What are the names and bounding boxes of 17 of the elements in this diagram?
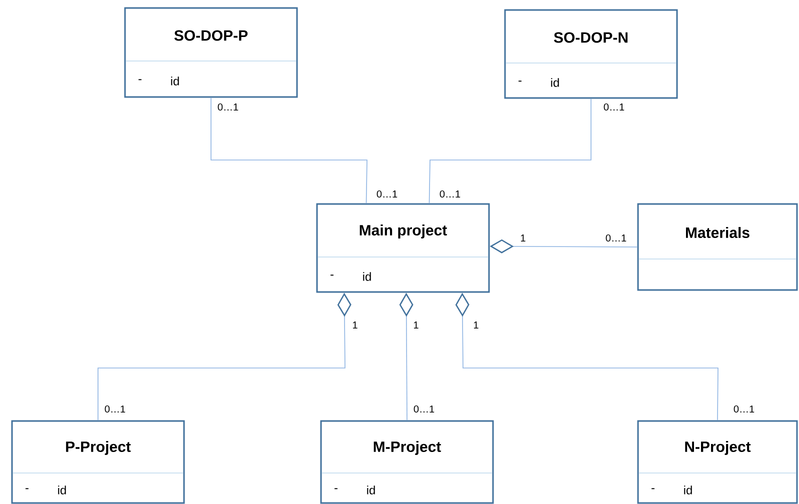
class-box: N-Project - id (637, 420, 798, 504)
multiplicity-label: 0…1 (104, 405, 126, 413)
multiplicity-label: 1 (521, 234, 526, 242)
multiplicity-label: 0…1 (606, 234, 626, 242)
multiplicity-label: 1 (474, 322, 478, 328)
connector (210, 97, 368, 204)
class-box: SO-DOP-P - id (124, 7, 298, 98)
multiplicity-label: 0…1 (414, 405, 434, 413)
multiplicity-label: 1 (414, 322, 418, 328)
connector (428, 98, 592, 204)
class-box: Materials (637, 203, 798, 291)
multiplicity-label: 1 (353, 322, 358, 328)
class-box: M-Project - id (320, 420, 494, 504)
class-box: SO-DOP-N - id (504, 9, 678, 99)
class-box: P-Project - id (11, 420, 185, 504)
multiplicity-label: 0…1 (218, 103, 238, 111)
class-box: Main project - id (316, 203, 490, 293)
